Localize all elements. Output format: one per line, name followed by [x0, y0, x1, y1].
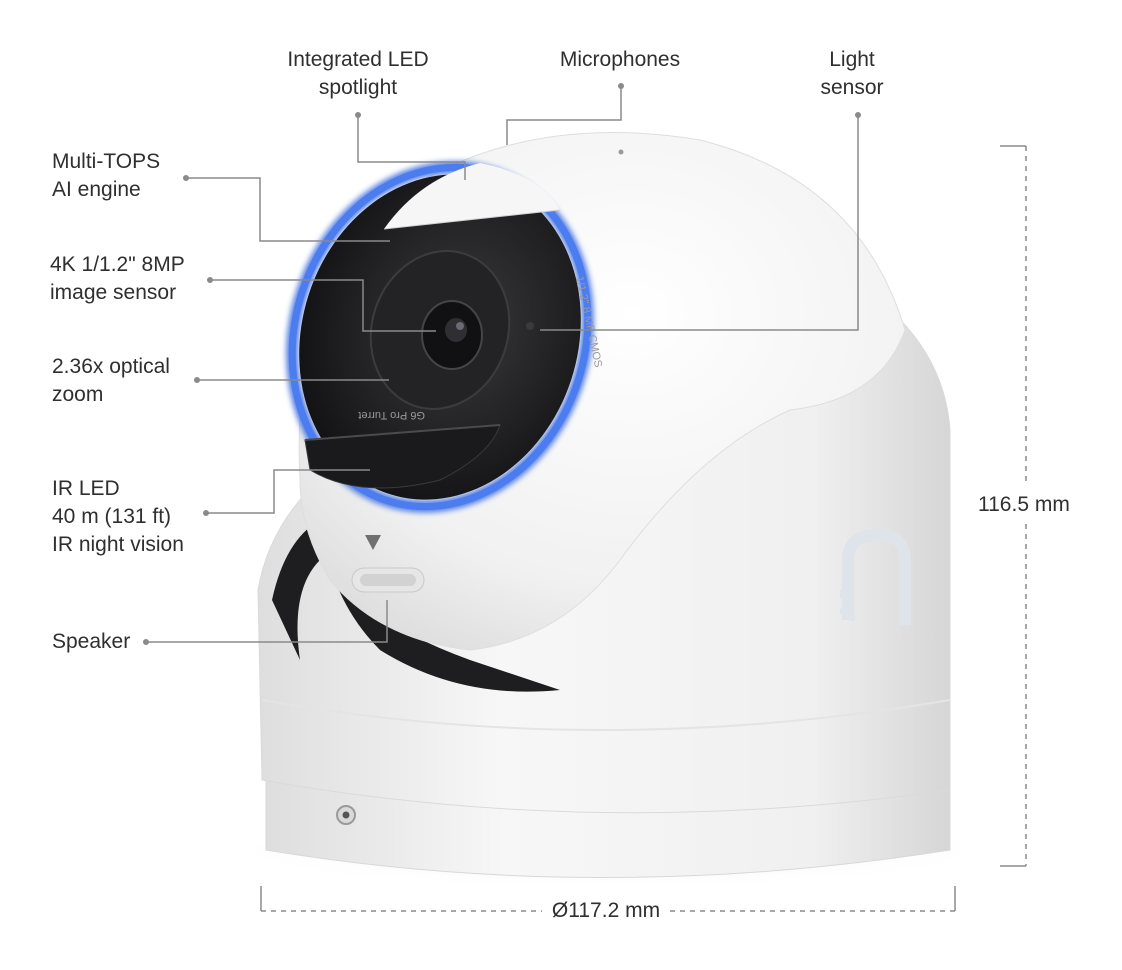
callout-ai-engine: Multi-TOPS AI engine: [52, 150, 161, 201]
callout-light-sensor: Light sensor: [820, 48, 884, 99]
callout-integrated-led: Integrated LED spotlight: [287, 48, 429, 99]
leader-image-sensor: [210, 279, 436, 332]
callout-speaker: Speaker: [52, 630, 131, 653]
light-sensor-dot: [526, 322, 534, 330]
collar-opening: [272, 520, 560, 692]
callout-optical-zoom: 2.36x optical zoom: [52, 355, 170, 406]
leader-ai-engine: [186, 177, 390, 242]
lens-model-text: G6 Pro Turret: [358, 409, 425, 421]
leader-microphones: [506, 86, 622, 145]
callout-image-sensor: 4K 1/1.2" 8MP image sensor: [50, 253, 185, 304]
brand-logo-icon: [840, 528, 911, 625]
leader-speaker: [146, 600, 388, 643]
diameter-dimension-label: Ø117.2 mm: [551, 899, 661, 922]
leader-light-sensor: [540, 115, 859, 331]
leader-ir-led: [206, 469, 370, 514]
ir-led-strip: [304, 424, 501, 489]
led-spotlight: [384, 163, 560, 229]
callout-microphones: Microphones: [559, 48, 681, 71]
callout-ir-led: IR LED 40 m (131 ft) IR night vision: [52, 477, 184, 556]
speaker-arrow-icon: [365, 535, 381, 550]
leader-led: [357, 115, 466, 180]
leader-lines: [146, 86, 859, 643]
height-dimension-label: 116.5 mm: [978, 493, 1070, 516]
microphone-hole: [618, 149, 624, 155]
